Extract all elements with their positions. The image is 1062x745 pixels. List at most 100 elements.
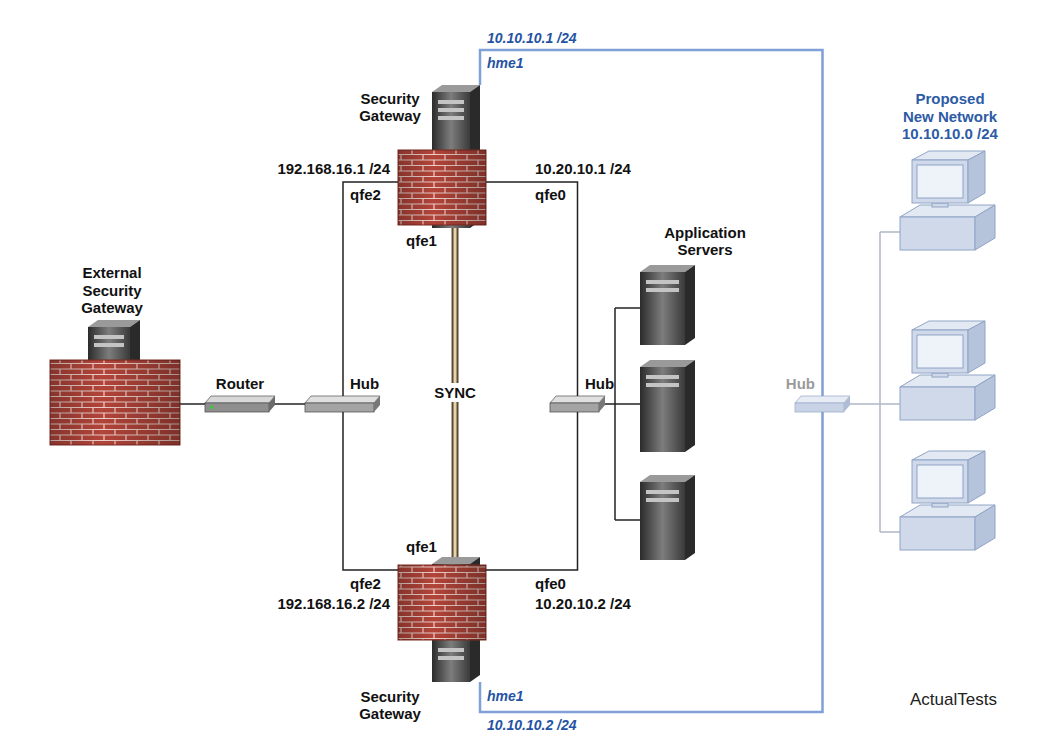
ip-address: 192.168.16.1 /24	[277, 160, 390, 177]
application-server-icons	[615, 519, 640, 521]
workstation-icons	[932, 203, 948, 207]
node-label-group: Security Gateway	[345, 90, 435, 125]
router: Router	[205, 396, 275, 412]
node-label-group: Application Servers	[650, 224, 760, 259]
device-label: Application Servers	[650, 224, 760, 259]
application-server-icons	[646, 490, 679, 494]
application-server-icons	[646, 280, 679, 284]
workstation-icons	[879, 232, 881, 532]
network-link	[180, 403, 205, 405]
workstation-icons	[975, 205, 995, 250]
workstation-icons	[880, 231, 900, 233]
application-server-icons	[615, 265, 695, 560]
external-firewall-icon	[50, 320, 180, 445]
application-servers: Application Servers	[640, 265, 695, 560]
hub-icon	[305, 396, 380, 412]
security-gateway-icon	[438, 116, 464, 120]
device-label: Security Gateway	[345, 90, 435, 125]
router-icon	[269, 396, 275, 412]
workstation-icons	[900, 387, 975, 420]
proposed-hub: Hub	[795, 396, 850, 412]
application-server-icons	[640, 272, 685, 345]
node-label-group: External Security Gateway	[67, 264, 157, 316]
ip-address: 10.10.10.2 /24	[487, 717, 577, 733]
ip-address: 10.20.10.2 /24	[535, 595, 631, 612]
hub-icon	[550, 403, 599, 412]
external-gateway: External Security Gateway	[50, 320, 180, 445]
link-label: SYNC	[431, 383, 479, 402]
application-server-icons	[615, 307, 640, 309]
workstation-icons	[912, 460, 968, 503]
security-gateway-icon	[438, 648, 464, 652]
hub: Hub	[305, 396, 380, 412]
application-server-icons	[646, 375, 679, 379]
security-gateway-icon	[438, 656, 464, 660]
hub: Hub	[550, 396, 605, 412]
network-link	[480, 50, 822, 396]
application-server-icons	[646, 498, 679, 502]
device-label: External Security Gateway	[67, 264, 157, 316]
interface-name: hme1	[487, 688, 524, 704]
node-label-group: Hub	[786, 375, 815, 392]
network-link	[343, 412, 398, 570]
workstation-icons	[917, 465, 963, 498]
application-server-icons	[646, 288, 679, 292]
node-label-group: Security Gateway	[345, 688, 435, 723]
workstation-icons	[900, 517, 975, 550]
proposed-hub-icon	[795, 396, 850, 403]
device-label: Proposed New Network	[900, 90, 1000, 125]
device-label: Hub	[585, 375, 614, 392]
interface-name: qfe0	[535, 186, 566, 203]
interface-name: qfe1	[406, 538, 437, 555]
node-label-group: Proposed New Network10.10.10.0 /24	[900, 90, 1000, 142]
ip-address: 192.168.16.2 /24	[277, 595, 390, 612]
router-icon	[205, 396, 275, 403]
network-link	[850, 403, 900, 405]
network-link	[486, 182, 578, 396]
workstation-icons	[912, 160, 968, 203]
router-icon	[210, 406, 213, 409]
external-firewall-icon	[94, 343, 124, 347]
device-label: Hub	[786, 375, 815, 392]
node-label-group: Hub	[585, 375, 614, 392]
workstation-icons	[975, 505, 995, 550]
security-gateway-icon	[398, 557, 486, 682]
workstation-icons	[880, 151, 995, 550]
workstation-icons	[900, 217, 975, 250]
interface-name: qfe2	[350, 186, 381, 203]
device-label: Security Gateway	[345, 688, 435, 723]
hub-icon	[550, 396, 605, 403]
external-firewall-icon	[50, 360, 180, 445]
application-server-icons	[614, 308, 616, 520]
interface-name: qfe1	[406, 232, 437, 249]
hub-icon	[599, 396, 605, 412]
proposed-hub-icon	[844, 396, 850, 412]
workstation-icons	[968, 321, 985, 373]
workstation-icons	[975, 375, 995, 420]
node-label-group: Hub	[350, 375, 379, 392]
workstation-icons	[968, 451, 985, 503]
security-gateway: Security Gateway	[398, 557, 486, 682]
security-gateway-icon	[438, 108, 464, 112]
application-server-icons	[685, 265, 695, 345]
interface-name: hme1	[487, 55, 524, 71]
security-gateway: Security Gateway	[398, 85, 486, 228]
workstation-icons	[917, 335, 963, 368]
hub-icon	[305, 396, 380, 403]
workstation-icons	[917, 165, 963, 198]
security-gateway-icon	[398, 565, 486, 640]
hub-icon	[305, 403, 374, 412]
external-firewall-icon	[50, 360, 180, 445]
device-label: Router	[216, 375, 264, 392]
workstation-icons	[912, 330, 968, 373]
application-server-icons	[640, 367, 685, 452]
proposed-hub-icon	[795, 403, 844, 412]
network-link	[480, 412, 822, 712]
hub-icon	[374, 396, 380, 412]
interface-name: qfe2	[350, 575, 381, 592]
security-gateway-icon	[438, 100, 464, 104]
